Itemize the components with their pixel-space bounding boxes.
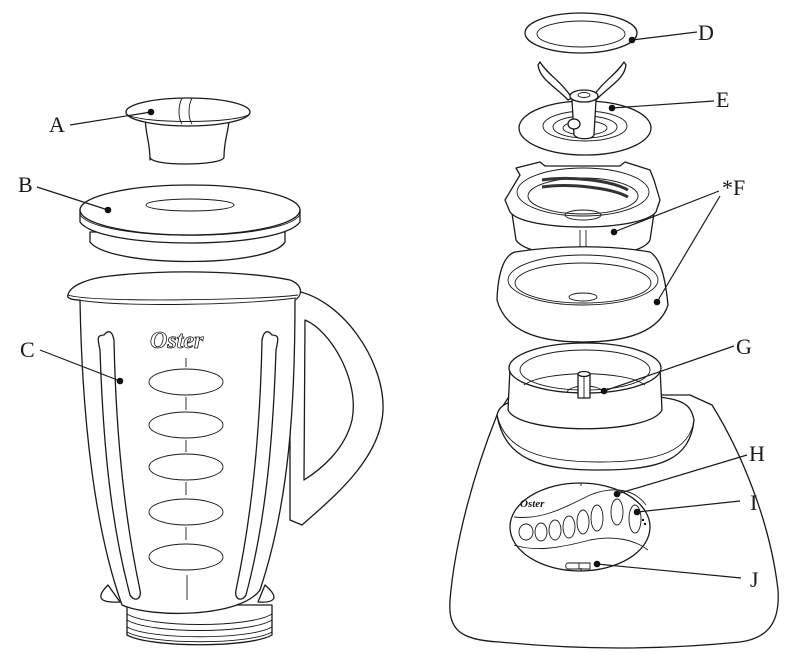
jar-brand-logo: Oster xyxy=(150,328,204,354)
label-c-text: C xyxy=(20,337,35,362)
label-j: J xyxy=(593,560,759,592)
pulse-button[interactable] xyxy=(628,504,642,534)
label-e: E xyxy=(608,87,729,112)
label-b-text: B xyxy=(18,172,33,197)
label-i: I xyxy=(633,490,757,516)
label-c: C xyxy=(20,337,124,385)
part-b-jar-lid xyxy=(79,184,301,263)
label-g: G xyxy=(600,334,752,395)
part-d-sealing-ring xyxy=(524,12,638,54)
speed-buttons[interactable] xyxy=(518,498,624,542)
label-h: H xyxy=(613,441,765,498)
panel-brand-logo: Oster xyxy=(520,498,545,510)
part-c-jar: Oster xyxy=(66,271,384,646)
label-f-text: *F xyxy=(722,175,745,200)
part-e-blade-assembly xyxy=(518,61,652,156)
label-h-text: H xyxy=(749,441,765,466)
part-g-drive-coupling xyxy=(507,342,663,430)
power-switch[interactable] xyxy=(565,562,591,570)
label-d-text: D xyxy=(698,20,714,45)
label-i-text: I xyxy=(750,490,757,515)
part-a-filler-cap xyxy=(125,97,251,165)
control-panel: Oster xyxy=(509,482,651,572)
label-f: *F xyxy=(610,175,745,306)
label-j-text: J xyxy=(750,567,759,592)
part-f-bottom-cap xyxy=(504,161,661,258)
part-f-lower-dome xyxy=(496,246,669,343)
label-e-text: E xyxy=(716,87,729,112)
label-d: D xyxy=(628,20,714,45)
label-a-text: A xyxy=(49,112,65,137)
label-g-text: G xyxy=(736,334,752,359)
label-b: B xyxy=(18,172,112,214)
label-a: A xyxy=(49,108,155,137)
